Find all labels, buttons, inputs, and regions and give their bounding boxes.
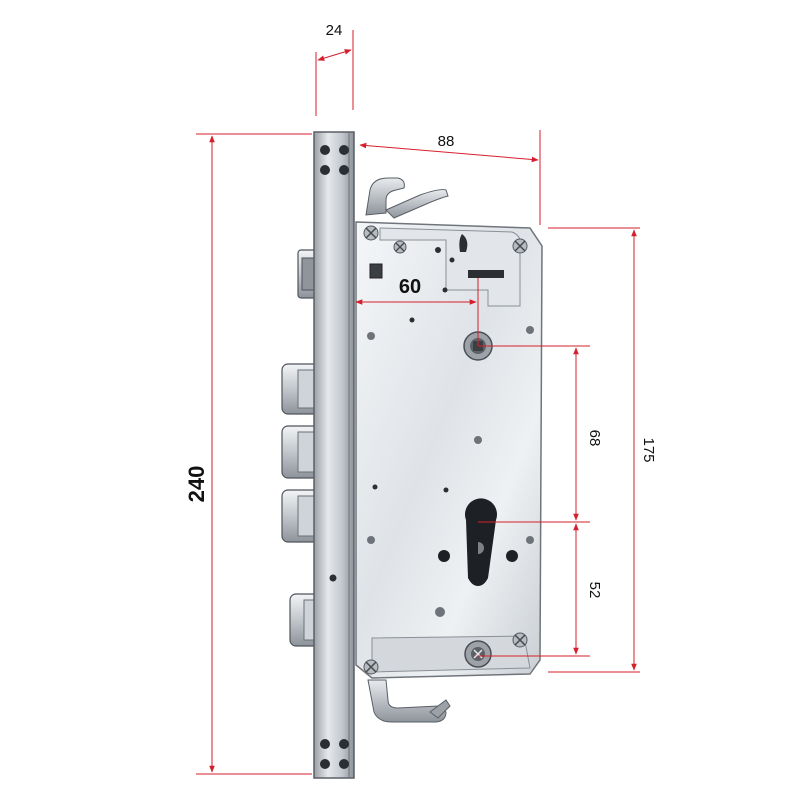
cam-hole	[506, 550, 518, 562]
rivet-hole	[409, 317, 415, 323]
dim-label-175: 175	[640, 437, 657, 462]
cylinder-hole	[465, 498, 497, 586]
dim-label-88: 88	[438, 133, 455, 150]
case-screw	[512, 238, 528, 254]
rivet	[367, 332, 375, 340]
dim-label-60: 60	[399, 276, 421, 298]
rivet-hole	[449, 257, 455, 263]
rivet-hole	[372, 484, 378, 490]
bottom-hook	[367, 679, 451, 723]
rivet-hole	[435, 247, 441, 253]
faceplate-hole	[320, 739, 330, 749]
faceplate-hole	[320, 165, 330, 175]
lower-hub	[464, 640, 492, 668]
faceplate-hole	[329, 574, 337, 582]
slot	[459, 234, 468, 252]
dim-label-240: 240	[184, 466, 209, 503]
faceplate	[313, 131, 355, 779]
rivet	[474, 436, 482, 444]
faceplate-hole	[339, 759, 349, 769]
lock-case	[355, 221, 543, 679]
rivet	[367, 536, 375, 544]
rivet	[526, 536, 534, 544]
dimension-lines	[196, 30, 640, 775]
case-screw	[363, 659, 379, 675]
top-hook	[365, 177, 449, 219]
case-screw	[512, 632, 528, 648]
faceplate-hole	[339, 145, 349, 155]
rivet	[526, 326, 534, 334]
dim-label-24: 24	[326, 22, 343, 39]
dim-label-68: 68	[586, 430, 603, 447]
faceplate-hole	[320, 145, 330, 155]
rivet-hole	[442, 287, 448, 293]
faceplate-hole	[339, 165, 349, 175]
case-screw	[393, 240, 407, 254]
dim-label-52: 52	[586, 582, 603, 599]
rivet-hole	[443, 487, 449, 493]
faceplate-hole	[320, 759, 330, 769]
rivet	[435, 607, 445, 617]
faceplate-hole	[339, 739, 349, 749]
cam-hole	[438, 550, 450, 562]
bolt-slot	[468, 270, 504, 278]
case-screw	[363, 225, 379, 241]
latch-slot	[369, 263, 383, 279]
